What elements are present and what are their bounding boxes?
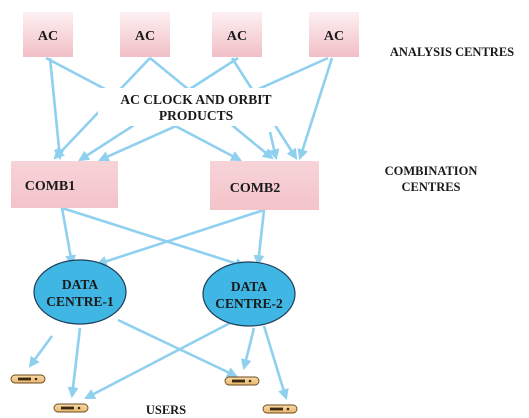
server-drive-icon [262, 404, 298, 414]
combination-centres-title-line2: CENTRES [401, 180, 460, 194]
combination-centre-box: COMB2 [210, 161, 319, 210]
products-label-line2: PRODUCTS [159, 108, 233, 123]
arrow-comb1-dc2 [61, 206, 247, 269]
arrow-comb1-dc1 [60, 207, 76, 267]
arrow-dc2-user4 [262, 325, 289, 401]
arrow-comb2-dc2 [253, 209, 266, 267]
server-drive-icon [224, 376, 260, 386]
server-drive-icon [10, 374, 46, 384]
arrow-ac4-comb2 [297, 57, 334, 161]
server-drive-icon [53, 403, 89, 413]
analysis-centre-box: AC [23, 12, 73, 57]
analysis-centre-boxes: AC AC AC AC [23, 12, 359, 57]
products-label-line1: AC CLOCK AND ORBIT [120, 92, 271, 107]
arrow-dc1-user3 [117, 318, 238, 378]
analysis-centres-title: ANALYSIS CENTRES [390, 45, 514, 59]
analysis-centre-box: AC [309, 12, 359, 57]
arrow-dc2-user3 [240, 327, 256, 371]
data-centre-1: DATA CENTRE-1 [33, 259, 127, 325]
products-label-backdrop [98, 88, 294, 126]
arrow-ac1-comb1 [48, 57, 65, 161]
data-centre-1-line1: DATA [62, 277, 98, 292]
user-devices [10, 374, 298, 414]
analysis-centre-label: AC [324, 29, 344, 44]
arrow-ac4-comb2-b [268, 131, 280, 161]
data-centre-2-line2: CENTRE-2 [215, 296, 283, 311]
analysis-centre-label: AC [38, 29, 58, 44]
data-centre-1-line2: CENTRE-1 [46, 294, 114, 309]
users-label: USERS [146, 403, 186, 417]
analysis-centre-box: AC [120, 12, 170, 57]
comb2-label: COMB2 [230, 181, 281, 196]
arrow-dc1-user1 [28, 335, 54, 368]
comb1-label: COMB1 [25, 179, 76, 194]
analysis-centre-label: AC [227, 29, 247, 44]
analysis-centre-label: AC [135, 29, 155, 44]
arrow-dc2-user2 [84, 320, 233, 400]
analysis-centre-box: AC [212, 12, 262, 57]
arrow-comb2-dc1 [95, 208, 265, 267]
arrow-dc1-user2 [67, 327, 82, 399]
combination-centres-title-line1: COMBINATION [385, 164, 478, 178]
combination-centre-box: COMB1 [11, 161, 118, 208]
data-centre-2: DATA CENTRE-2 [202, 261, 296, 327]
data-centre-2-line1: DATA [231, 279, 267, 294]
